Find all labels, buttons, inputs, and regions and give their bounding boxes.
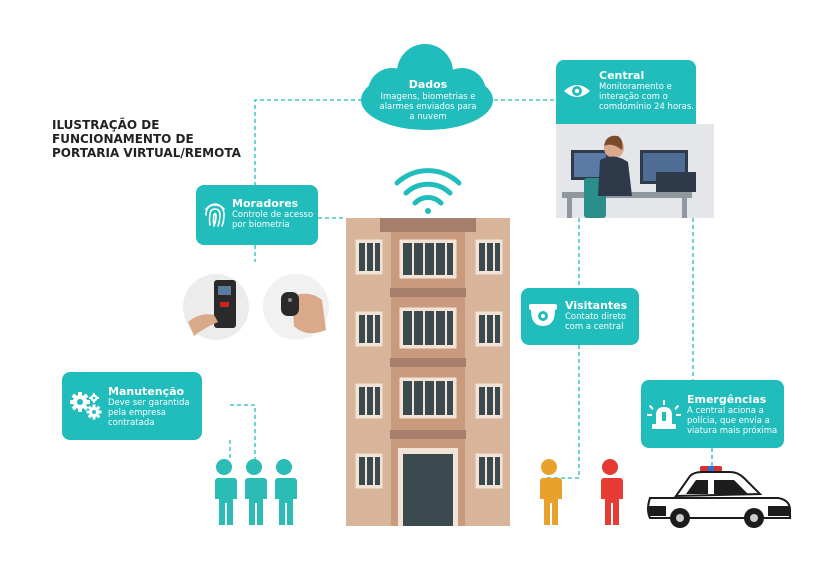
title-line: FUNCIONAMENTO DE xyxy=(52,132,194,146)
person-icon xyxy=(274,459,297,525)
moradores-body-line: por biometria xyxy=(232,220,290,230)
central-heading: Central xyxy=(599,69,645,82)
central-body-line: comdomínio 24 horas. xyxy=(599,102,694,112)
visitor-orange xyxy=(539,459,562,525)
emergencias-body-line: A central aciona a xyxy=(687,406,764,416)
emergencias-body-line: viatura mais próxima xyxy=(687,426,778,436)
connector-manutencao xyxy=(230,404,256,460)
cloud-shape xyxy=(361,44,493,130)
building xyxy=(346,218,510,526)
manutencao-body-line: Deve ser garantida xyxy=(108,398,190,408)
manutencao-heading: Manutenção xyxy=(108,385,185,398)
wifi-icon xyxy=(394,168,462,214)
dados-body-line: alarmes enviados para xyxy=(379,102,477,112)
eye-icon xyxy=(564,85,590,97)
emergencias-heading: Emergências xyxy=(687,393,767,406)
central-body-line: Monitoramento e xyxy=(599,82,672,92)
residents-group xyxy=(214,459,297,525)
person-icon xyxy=(214,459,237,525)
central-body-line: interação com o xyxy=(599,92,668,102)
dados-heading: Dados xyxy=(408,78,448,91)
police-car-icon xyxy=(647,466,791,528)
siren-icon xyxy=(647,400,681,429)
connector-lines xyxy=(229,99,713,479)
title-line: ILUSTRAÇÃO DE xyxy=(52,118,160,132)
visitantes-heading: Visitantes xyxy=(565,299,628,312)
dados-body-line: a nuvem xyxy=(409,112,447,122)
visitantes-card: Visitantes Contato direto com a central xyxy=(521,288,639,345)
title-line: PORTARIA VIRTUAL/REMOTA xyxy=(52,146,241,160)
moradores-body-line: Controle de acesso xyxy=(232,210,314,220)
camera-icon xyxy=(529,304,557,326)
dados-label: Dados Imagens, biometrias e alarmes envi… xyxy=(368,78,488,122)
visitor-red xyxy=(600,459,623,525)
biometric-reader-photo xyxy=(183,274,249,340)
moradores-card: Moradores Controle de acesso por biometr… xyxy=(196,185,318,245)
central-card: Central Monitoramento e interação com o … xyxy=(556,60,696,124)
central-operator-photo xyxy=(556,124,714,218)
fingerprint-icon xyxy=(205,203,225,227)
person-icon xyxy=(244,459,267,525)
manutencao-card: Manutenção Deve ser garantida pela empre… xyxy=(62,372,202,440)
moradores-heading: Moradores xyxy=(232,197,299,210)
visitantes-body-line: com a central xyxy=(565,322,624,332)
emergencias-card: Emergências A central aciona a polícia, … xyxy=(641,380,784,448)
manutencao-body-line: pela empresa xyxy=(108,408,166,418)
key-fob-photo xyxy=(263,274,329,340)
gears-icon xyxy=(70,392,102,420)
page-title: ILUSTRAÇÃO DE FUNCIONAMENTO DE PORTARIA … xyxy=(52,118,272,160)
connector-cloud-left xyxy=(254,99,362,185)
manutencao-body-line: contratada xyxy=(108,418,155,428)
connector-visitantes-down xyxy=(545,345,580,479)
visitantes-body-line: Contato direto xyxy=(565,312,627,322)
emergencias-body-line: polícia, que envia a xyxy=(687,416,770,426)
dados-body-line: Imagens, biometrias e xyxy=(380,92,476,102)
